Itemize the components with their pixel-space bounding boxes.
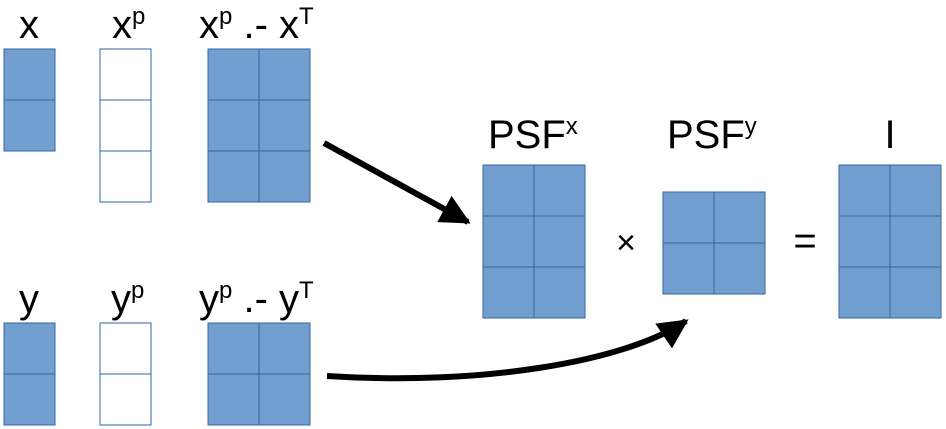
arrow-ydiff-to-psfy bbox=[326, 318, 689, 382]
matrix-ydiff bbox=[207, 322, 311, 426]
matrix-psfy bbox=[662, 191, 766, 295]
label-ydiff-sup: p bbox=[219, 277, 232, 304]
matrix-cell bbox=[99, 48, 152, 101]
label-yp-sup: p bbox=[131, 277, 144, 304]
matrix-xp bbox=[99, 48, 152, 203]
matrix-y bbox=[3, 322, 56, 426]
matrix-cell bbox=[99, 99, 152, 152]
matrix-cell bbox=[713, 242, 766, 295]
label-xp: xp bbox=[112, 3, 145, 47]
matrix-cell bbox=[713, 191, 766, 244]
label-psfx: PSFx bbox=[488, 113, 578, 157]
matrix-cell bbox=[482, 266, 535, 319]
matrix-cell bbox=[662, 191, 715, 244]
label-x: x bbox=[19, 3, 39, 47]
matrix-cell bbox=[258, 99, 311, 152]
label-ydiff: yp .- yT bbox=[199, 277, 314, 321]
matrix-cell bbox=[258, 48, 311, 101]
matrix-cell bbox=[838, 215, 891, 268]
label-ydiff-base: y bbox=[199, 277, 219, 321]
label-psfx-sup: x bbox=[566, 113, 578, 140]
matrix-psfx bbox=[482, 164, 586, 319]
matrix-cell bbox=[207, 322, 260, 375]
matrix-xdiff bbox=[207, 48, 311, 203]
matrix-cell bbox=[533, 215, 586, 268]
matrix-x bbox=[3, 48, 56, 152]
matrix-cell bbox=[99, 373, 152, 426]
matrix-cell bbox=[258, 373, 311, 426]
label-xdiff-base: x bbox=[199, 3, 219, 47]
matrix-cell bbox=[207, 99, 260, 152]
matrix-cell bbox=[3, 373, 56, 426]
label-yp: yp bbox=[111, 277, 144, 321]
equals-operator: = bbox=[793, 219, 816, 263]
matrix-cell bbox=[207, 373, 260, 426]
matrix-cell bbox=[207, 48, 260, 101]
matrix-cell bbox=[3, 322, 56, 375]
matrix-cell bbox=[258, 150, 311, 203]
label-xdiff-sup2: T bbox=[299, 3, 314, 30]
matrix-cell bbox=[3, 48, 56, 101]
matrix-cell bbox=[838, 266, 891, 319]
matrix-cell bbox=[889, 215, 942, 268]
label-psfy-base: PSF bbox=[667, 113, 745, 157]
label-y: y bbox=[19, 277, 39, 321]
matrix-cell bbox=[482, 164, 535, 217]
label-ydiff-op: .- y bbox=[232, 277, 299, 321]
matrix-cell bbox=[533, 266, 586, 319]
matrix-cell bbox=[889, 266, 942, 319]
label-xdiff-op: .- x bbox=[232, 3, 299, 47]
matrix-cell bbox=[533, 164, 586, 217]
matrix-yp bbox=[99, 322, 152, 426]
label-xp-base: x bbox=[112, 3, 132, 47]
label-psfy: PSFy bbox=[667, 113, 757, 157]
matrix-cell bbox=[889, 164, 942, 217]
arrow-xdiff-to-psfx bbox=[322, 140, 471, 225]
label-psfy-sup: y bbox=[745, 113, 757, 140]
matrix-cell bbox=[99, 150, 152, 203]
times-operator: × bbox=[616, 224, 636, 262]
label-xp-sup: p bbox=[132, 3, 145, 30]
label-psfx-base: PSF bbox=[488, 113, 566, 157]
label-result: I bbox=[884, 113, 895, 157]
matrix-cell bbox=[482, 215, 535, 268]
label-xdiff: xp .- xT bbox=[199, 3, 314, 47]
matrix-cell bbox=[207, 150, 260, 203]
matrix-result bbox=[838, 164, 942, 319]
matrix-cell bbox=[3, 99, 56, 152]
label-yp-base: y bbox=[111, 277, 131, 321]
matrix-cell bbox=[662, 242, 715, 295]
label-ydiff-sup2: T bbox=[299, 277, 314, 304]
matrix-cell bbox=[258, 322, 311, 375]
matrix-cell bbox=[99, 322, 152, 375]
label-xdiff-sup: p bbox=[219, 3, 232, 30]
matrix-cell bbox=[838, 164, 891, 217]
